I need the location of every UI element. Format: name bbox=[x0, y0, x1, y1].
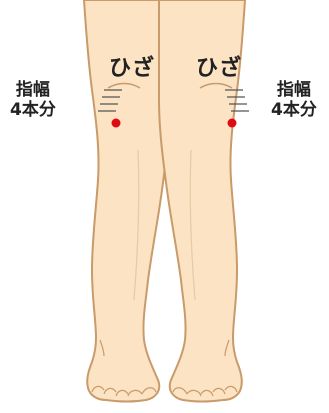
knee-label-left: ひざ bbox=[109, 50, 155, 82]
finger-width-label-right: 指幅 4本分 bbox=[271, 80, 317, 120]
finger-width-label-left-line1: 指幅 bbox=[10, 80, 56, 100]
finger-width-label-left-line2: 4本分 bbox=[10, 100, 56, 120]
knee-label-right: ひざ bbox=[196, 50, 242, 82]
finger-width-label-right-line2: 4本分 bbox=[271, 100, 317, 120]
finger-width-label-left: 指幅 4本分 bbox=[10, 80, 56, 120]
right-acupoint-marker bbox=[228, 119, 237, 128]
left-acupoint-marker bbox=[112, 119, 121, 128]
finger-width-label-right-line1: 指幅 bbox=[271, 80, 317, 100]
